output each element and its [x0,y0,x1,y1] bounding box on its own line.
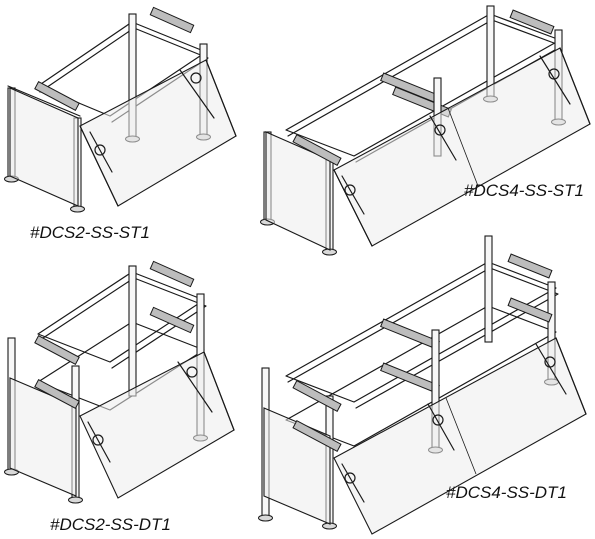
label-dcs2-ss-st1: #DCS2-SS-ST1 [30,223,150,242]
dcs4-ss-st1-drawing [260,5,591,256]
dcs2-ss-st1-drawing [4,6,237,213]
label-dcs4-ss-dt1: #DCS4-SS-DT1 [446,483,567,502]
label-dcs2-ss-dt1: #DCS2-SS-DT1 [50,515,171,534]
dcs2-ss-dt1-drawing [4,260,235,504]
dcs4-ss-dt1-drawing [258,235,587,535]
label-dcs4-ss-st1: #DCS4-SS-ST1 [464,181,584,200]
